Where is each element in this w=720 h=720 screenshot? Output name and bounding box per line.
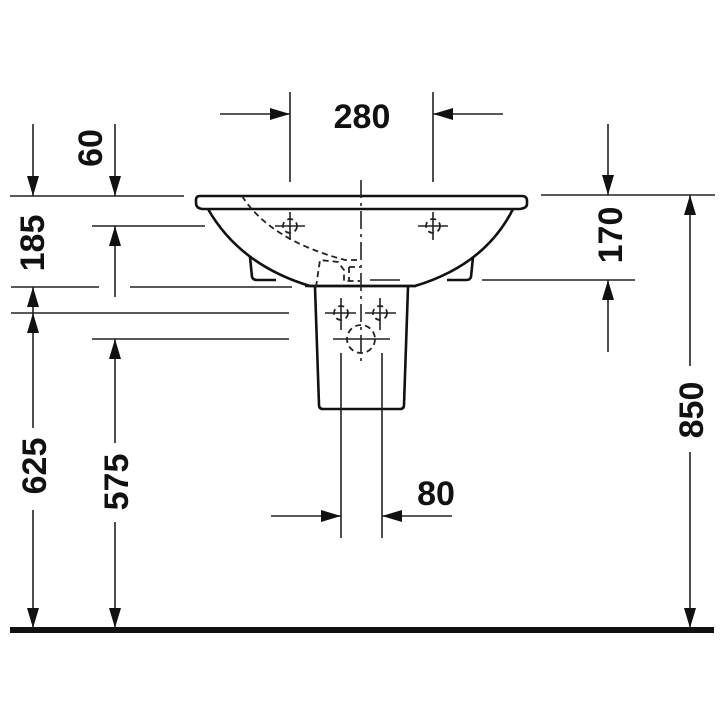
dim-label-850: 850: [673, 382, 711, 439]
dimension-tap-spacing: 280: [220, 92, 503, 182]
dim-label-80: 80: [417, 475, 455, 513]
basin: [194, 194, 529, 288]
dimension-pipe-spacing: 80: [271, 353, 455, 538]
semi-pedestal: [313, 286, 410, 411]
dim-label-280: 280: [334, 98, 391, 136]
dim-label-625: 625: [16, 438, 54, 495]
dim-label-60: 60: [72, 129, 110, 167]
dim-label-575: 575: [98, 454, 136, 511]
dimension-left-group: 60 185 625 575: [10, 124, 292, 628]
dim-label-170: 170: [592, 207, 630, 264]
dimension-right-group: 170 850: [370, 124, 715, 628]
dim-label-185: 185: [14, 215, 52, 272]
